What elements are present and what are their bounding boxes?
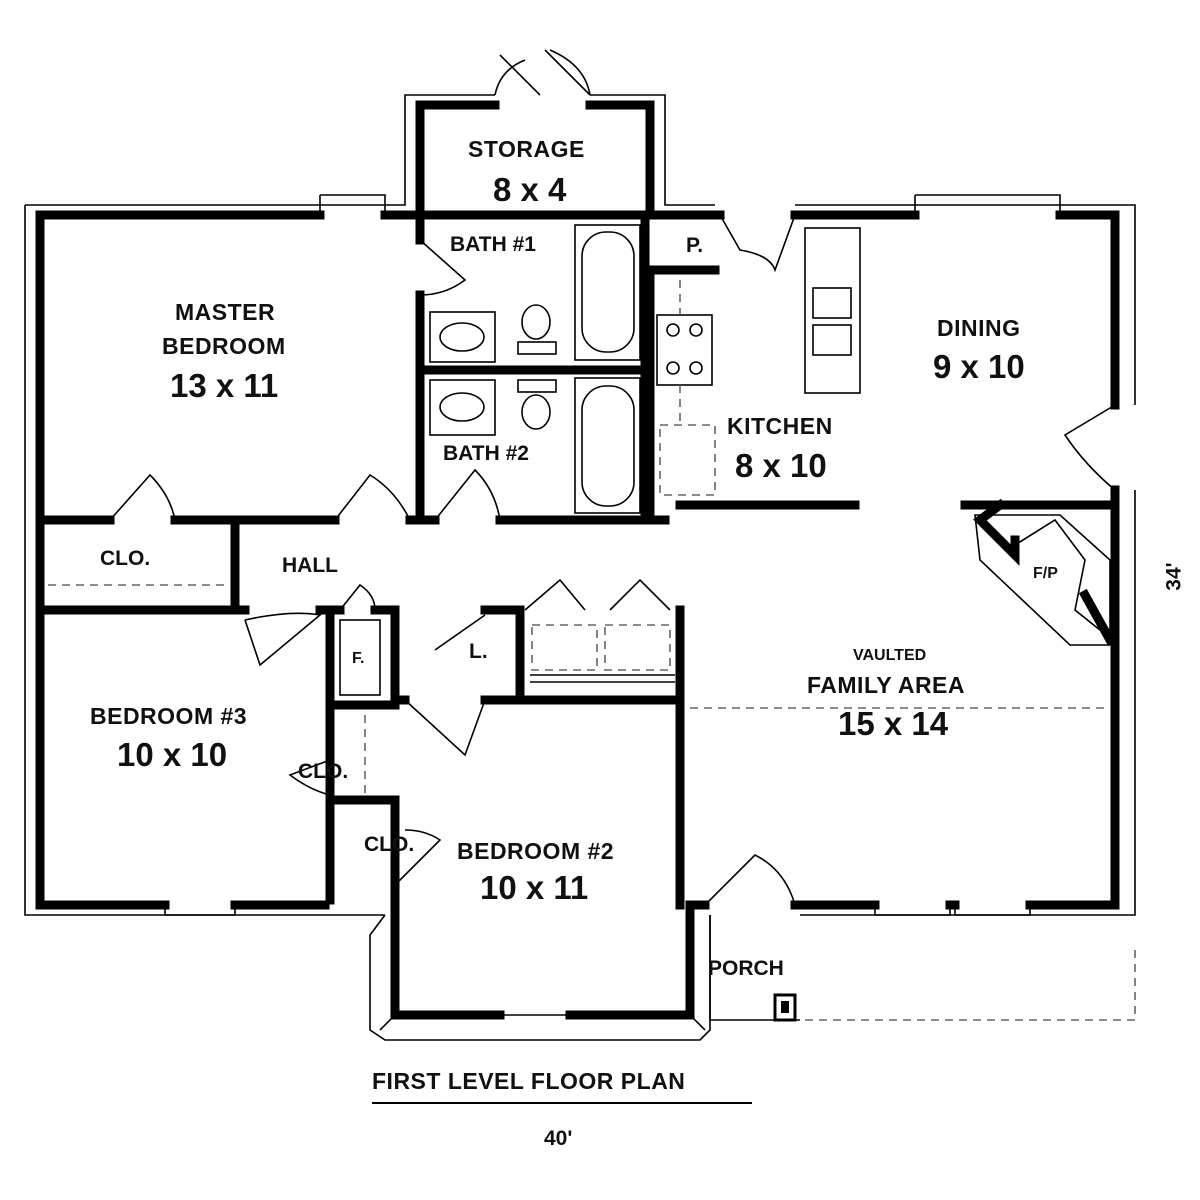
door-swings [109,49,1116,906]
storage-size: 8 x 4 [493,171,567,208]
master-size: 13 x 11 [170,367,279,404]
dashed-lines [48,584,1136,1021]
plan-title: FIRST LEVEL FLOOR PLAN [372,1068,686,1094]
hall-label: HALL [282,554,338,577]
dining-label: DINING [937,315,1021,341]
bedroom2-size: 10 x 11 [480,869,589,906]
fireplace-shape [974,514,1111,646]
windows [164,194,1061,1016]
furnace-label: F. [352,650,365,667]
bedroom3-closet-label: CLO. [298,760,349,783]
master-label-line1: MASTER [175,299,276,325]
dining-size: 9 x 10 [933,348,1025,385]
bath1-label: BATH #1 [450,233,536,256]
laundry-label: L. [469,640,488,663]
family-size: 15 x 14 [838,705,949,742]
family-label-line1: VAULTED [853,647,927,664]
family-label-line2: FAMILY AREA [807,672,966,698]
width-dimension: 40' [544,1127,573,1150]
porch-outline [709,915,800,1021]
bedroom3-size: 10 x 10 [117,736,228,773]
interior-walls [35,210,1120,910]
depth-dimension: 34' [1162,562,1186,591]
bedroom2-label: BEDROOM #2 [457,838,615,864]
bathroom-fixtures [429,224,641,514]
fireplace-label: F/P [1033,565,1058,582]
laundry-appliances [339,619,675,696]
exterior-walls [35,100,1120,910]
kitchen-size: 8 x 10 [735,447,827,484]
master-closet-label: CLO. [100,547,151,570]
kitchen-label: KITCHEN [727,413,833,439]
pantry-label: P. [686,234,704,257]
storage-label: STORAGE [468,136,585,162]
master-label-line2: BEDROOM [162,333,286,359]
bedroom2-projection [369,890,711,1041]
bedroom2-closet-label: CLO. [364,833,415,856]
porch-label: PORCH [708,957,784,980]
kitchen-fixtures [656,227,861,496]
bedroom3-label: BEDROOM #3 [90,703,248,729]
bath2-label: BATH #2 [443,442,529,465]
